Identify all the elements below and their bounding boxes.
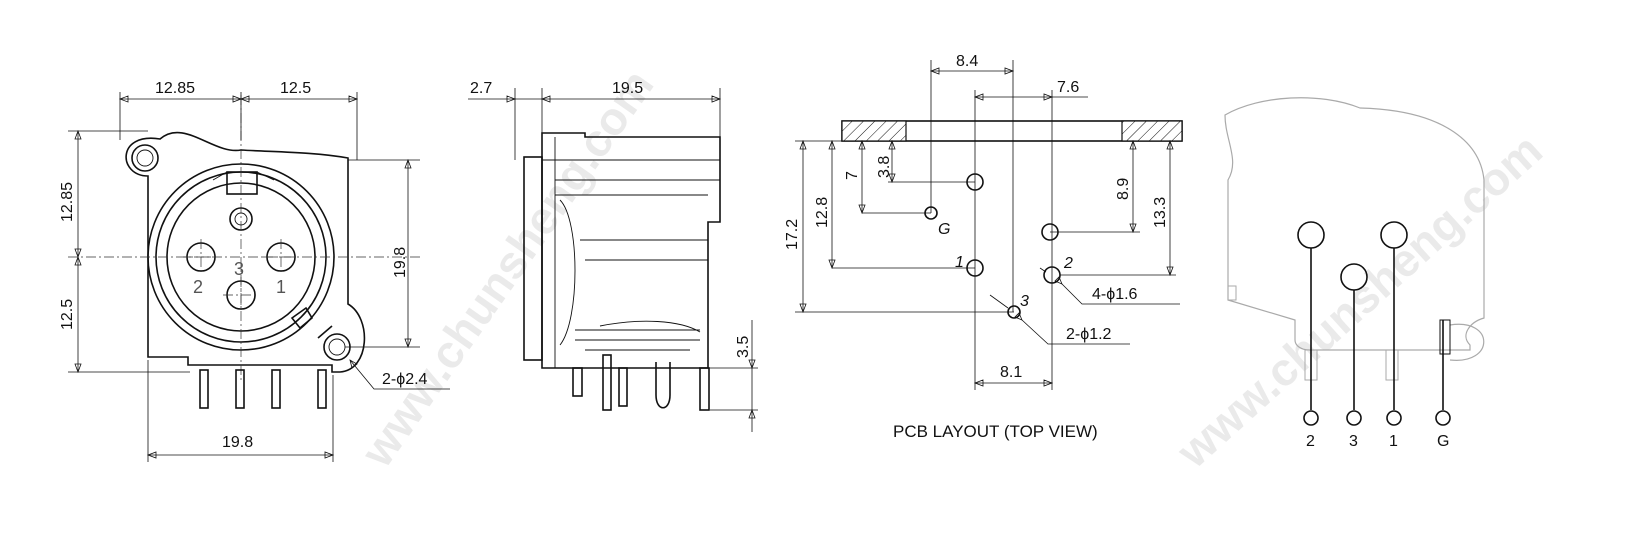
pcb-label-1: 1 — [955, 254, 964, 271]
dim-pcb-h-3-8: 3.8 — [876, 156, 893, 178]
dim-pcb-top-left: 8.4 — [956, 53, 978, 70]
dim-pcb-holes-small: 2-ϕ1.2 — [1066, 326, 1112, 343]
dim-side-pin-length: 3.5 — [735, 336, 752, 358]
side-view: 2.7 19.5 3.5 — [468, 80, 758, 432]
schematic-label-3: 3 — [1349, 433, 1358, 450]
pcb-panel — [841, 120, 1183, 142]
pcb-layout: 8.4 7.6 17.2 12.8 7 3.8 8.9 13.3 8.1 — [784, 53, 1183, 441]
dim-pcb-h-7: 7 — [844, 171, 861, 180]
dim-pcb-h-12-8: 12.8 — [814, 197, 831, 228]
schematic-outline — [1224, 97, 1485, 351]
dim-front-right-height: 19.8 — [392, 247, 409, 278]
schematic-view: 2 3 1 G — [1224, 97, 1485, 450]
schematic-label-2: 2 — [1306, 433, 1315, 450]
dim-mount-hole: 2-ϕ2.4 — [382, 371, 428, 388]
dim-pcb-bottom: 8.1 — [1000, 364, 1022, 381]
mount-hole-leader — [349, 359, 450, 390]
watermark-2: www.chunsheng.com — [1166, 124, 1552, 479]
mount-hole-top-left — [131, 144, 159, 172]
pin-label-2: 2 — [193, 277, 203, 297]
pin-label-3: 3 — [234, 259, 244, 279]
schematic-pin-2-head — [1297, 221, 1325, 249]
dim-pcb-top-right: 7.6 — [1057, 79, 1079, 96]
dim-front-left-lower: 12.5 — [59, 299, 76, 330]
front-flange-outline — [125, 131, 366, 373]
schematic-label-g: G — [1437, 433, 1449, 450]
leader-2-phi12 — [1021, 319, 1130, 345]
pcb-label-3: 3 — [1020, 293, 1029, 310]
pin-label-1: 1 — [276, 277, 286, 297]
watermark-layer: www.chunsheng.com www.chunsheng.com — [350, 60, 1552, 478]
dim-pcb-h-17-2: 17.2 — [784, 219, 801, 250]
dim-front-top-right: 12.5 — [280, 80, 311, 97]
dim-side-flange: 2.7 — [470, 80, 492, 97]
dim-front-top-left: 12.85 — [155, 80, 195, 97]
schematic-label-1: 1 — [1389, 433, 1398, 450]
schematic-pin-3-end — [1346, 410, 1362, 426]
dim-front-left-upper: 12.85 — [59, 182, 76, 222]
front-pcb-pins — [199, 369, 327, 409]
pcb-caption: PCB LAYOUT (TOP VIEW) — [893, 422, 1098, 441]
latch — [226, 171, 258, 195]
side-pins — [572, 354, 710, 411]
pcb-label-2: 2 — [1063, 255, 1073, 272]
dim-pcb-h-13-3: 13.3 — [1152, 197, 1169, 228]
dim-front-bottom-width: 19.8 — [222, 434, 253, 451]
pcb-label-g: G — [938, 221, 950, 238]
leader-4-phi16 — [1061, 283, 1180, 305]
schematic-pin-1-end — [1386, 410, 1402, 426]
dim-side-depth: 19.5 — [612, 80, 643, 97]
schematic-pin-g-end — [1435, 410, 1451, 426]
dim-pcb-h-8-9: 8.9 — [1115, 178, 1132, 200]
dim-pcb-holes-large: 4-ϕ1.6 — [1092, 286, 1138, 303]
side-body — [541, 132, 721, 369]
front-view: 2 3 1 12.85 12.5 12.85 12.5 19.8 19.8 2-… — [59, 80, 450, 462]
schematic-pin-2-end — [1303, 410, 1319, 426]
